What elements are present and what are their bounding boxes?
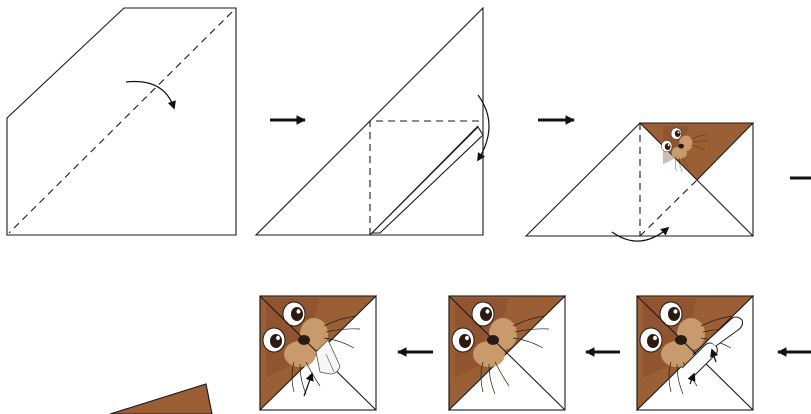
diagonal-crease: [639, 179, 698, 237]
fold-arrow: [477, 94, 490, 162]
valley-fold-line: [8, 11, 233, 234]
step-4: [636, 295, 755, 412]
push-arrow: [303, 372, 314, 397]
step-5: [448, 295, 567, 412]
step-3: [524, 122, 755, 242]
u-fold-arrow: [707, 316, 743, 347]
fold-arrow: [611, 226, 670, 242]
fold-arrow: [125, 80, 176, 110]
step-6: [259, 295, 378, 412]
step-1: [6, 7, 237, 236]
finished-bookmark: [109, 383, 213, 414]
step-7: [109, 383, 213, 414]
square-crease: [369, 120, 483, 235]
step-2: [254, 6, 490, 236]
beaver-teeth: [315, 339, 341, 375]
